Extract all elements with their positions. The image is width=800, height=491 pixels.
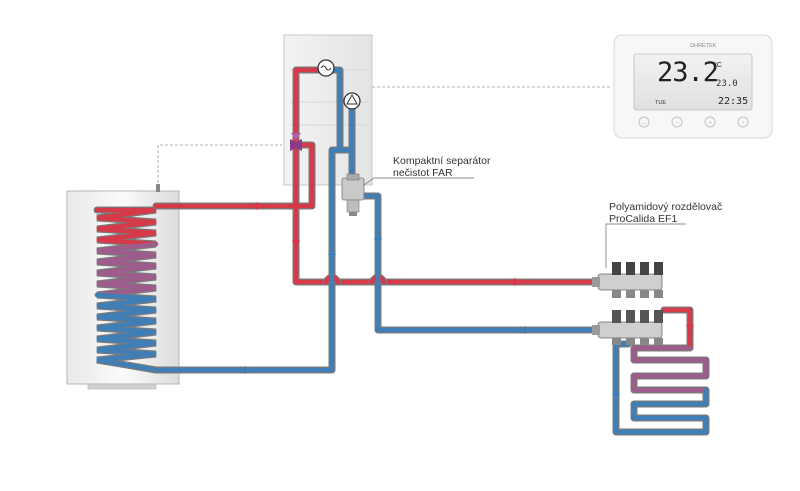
flow-arrow-icon [238,202,694,395]
manifold-supply [592,262,663,298]
thermostat-brand: ΩHRETEK [690,43,717,49]
svg-text:−: − [675,120,679,127]
thermostat-day: TUE [655,100,666,106]
label-leaders [363,177,686,268]
button-icon [638,116,650,128]
thermostat-buttons [638,116,749,128]
three-way-valve-icon [290,133,302,151]
thermostat-time: 22:35 [718,96,749,107]
separator-label-line1: Kompaktní separátor [393,155,491,167]
separator-label-line2: nečistot FAR [393,167,453,179]
svg-text:+: + [708,120,712,127]
pump-icon [317,59,335,77]
thermostat-temperature: 23.2 [657,57,719,88]
button-icon [704,116,716,128]
button-icon [737,116,749,128]
tank-heating-coil [93,206,160,374]
manifold-return [592,310,663,345]
button-icon [671,116,683,128]
svg-text:▫: ▫ [742,120,744,127]
control-wiring [157,86,612,188]
svg-text:←: ← [641,120,648,127]
pump-icon [343,92,361,110]
thermostat-setpoint: 23.0 [716,79,738,89]
thermostat-unit: °C [714,62,722,69]
dirt-separator [341,173,365,216]
manifold-label-line1: Polyamidový rozdělovač [609,201,723,213]
manifold-label-line2: ProCalida EF1 [609,213,678,225]
room-thermostat [613,34,773,139]
